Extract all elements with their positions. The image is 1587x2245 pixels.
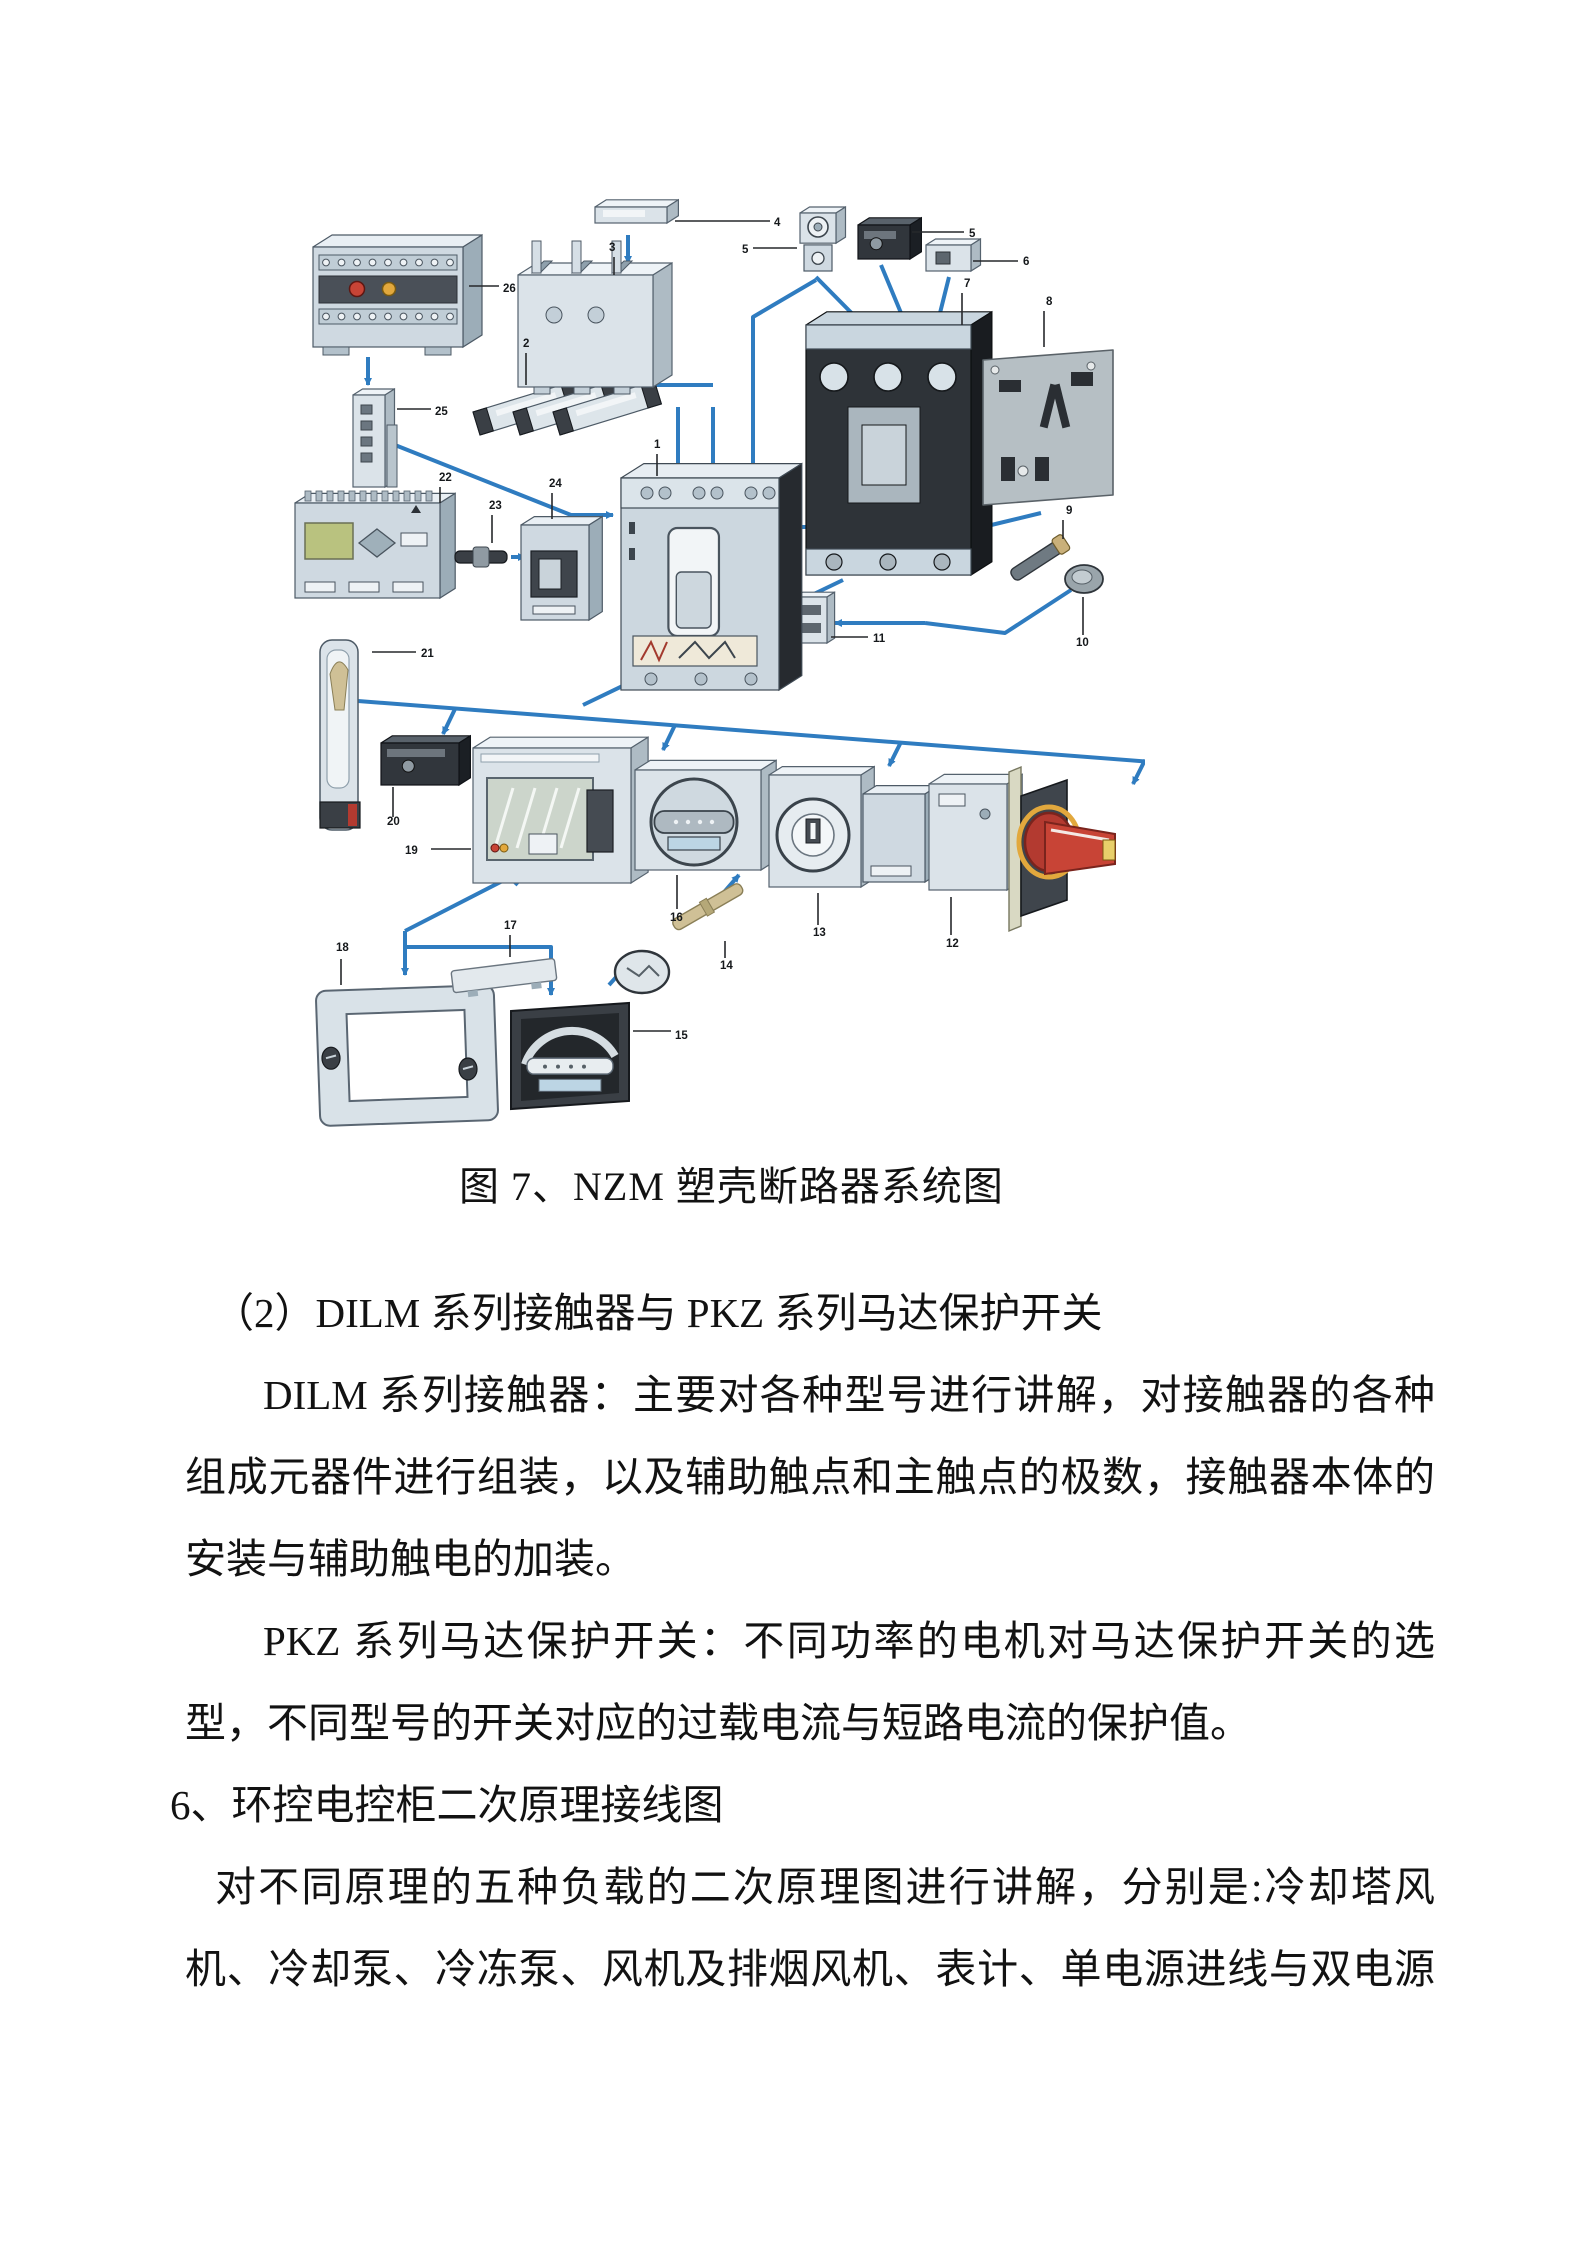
- svg-text:9: 9: [1066, 505, 1072, 517]
- part-label-16: 16: [670, 875, 683, 924]
- svg-text:6: 6: [1023, 256, 1029, 268]
- text-line: 对不同原理的五种负载的二次原理图进行讲解，分别是:冷却塔风: [215, 1864, 1435, 1910]
- component-shapes: [294, 198, 1116, 1127]
- svg-text:15: 15: [675, 1030, 688, 1042]
- part-label-23: 23: [489, 500, 502, 543]
- svg-text:5: 5: [969, 228, 976, 240]
- text-line: 6、环控电控柜二次原理接线图: [170, 1782, 724, 1828]
- svg-text:25: 25: [435, 406, 448, 418]
- svg-text:8: 8: [1046, 296, 1053, 308]
- part-plate: [982, 349, 1114, 506]
- svg-text:18: 18: [336, 942, 349, 954]
- part-label-14: 14: [720, 941, 733, 972]
- svg-text:22: 22: [439, 472, 452, 484]
- text-line: 安装与辅助触电的加装。: [185, 1536, 636, 1582]
- svg-text:10: 10: [1076, 637, 1089, 649]
- svg-text:16: 16: [670, 912, 683, 924]
- part-label-17: 17: [504, 920, 517, 957]
- svg-text:12: 12: [946, 938, 959, 950]
- part-label-5: 5: [912, 228, 976, 240]
- text-line: 机、冷却泵、冷冻泵、风机及排烟风机、表计、单电源进线与双电源: [185, 1946, 1435, 1992]
- part-smallbox: [925, 237, 982, 273]
- part-label-12: 12: [946, 897, 959, 950]
- part-breakerdark: [805, 310, 993, 577]
- part-label-24: 24: [549, 478, 562, 519]
- part-cap: [1064, 564, 1104, 594]
- part-frame: [315, 984, 499, 1127]
- part-label-10: 10: [1076, 597, 1089, 649]
- part-label-6: 6: [973, 256, 1029, 268]
- part-label-8: 8: [1043, 296, 1053, 347]
- part-lid: [594, 198, 679, 225]
- text-line: （2）DILM 系列接触器与 PKZ 系列马达保护开关: [213, 1290, 1103, 1336]
- part-label-26: 26: [469, 283, 516, 295]
- part-tall: [319, 639, 361, 831]
- svg-text:13: 13: [813, 927, 826, 939]
- part-knob: [613, 949, 671, 995]
- part-handledark: [510, 1001, 630, 1111]
- figure-caption: 图 7、NZM 塑壳断路器系统图: [459, 1164, 1004, 1209]
- svg-text:17: 17: [504, 920, 517, 932]
- part-fuses: [472, 380, 663, 436]
- part-module: [520, 515, 603, 622]
- text-line: DILM 系列接触器：主要对各种型号进行讲解，对接触器的各种: [263, 1372, 1435, 1418]
- part-label-19: 19: [405, 845, 471, 857]
- svg-text:23: 23: [489, 500, 502, 512]
- part-label-18: 18: [336, 942, 349, 985]
- svg-text:20: 20: [387, 816, 400, 828]
- part-breaker: [620, 462, 803, 692]
- part-label-1: 1: [654, 439, 661, 476]
- svg-text:1: 1: [654, 439, 661, 451]
- part-label-20: 20: [387, 787, 400, 828]
- part-cyl: [799, 205, 847, 272]
- svg-text:4: 4: [774, 217, 781, 229]
- part-label-25: 25: [397, 406, 448, 418]
- svg-text:7: 7: [964, 278, 970, 290]
- svg-text:24: 24: [549, 478, 562, 490]
- svg-text:19: 19: [405, 845, 418, 857]
- part-motor: [472, 736, 649, 885]
- part-label-21: 21: [372, 648, 434, 660]
- part-bar: [450, 957, 558, 998]
- body-text: （2）DILM 系列接触器与 PKZ 系列马达保护开关 DILM 系列接触器：主要…: [170, 1272, 1435, 2010]
- part-conn: [454, 546, 508, 568]
- part-release: [352, 387, 398, 489]
- part-label-15: 15: [633, 1030, 688, 1042]
- svg-text:14: 14: [720, 960, 733, 972]
- svg-text:3: 3: [609, 242, 615, 254]
- text-line: 组成元器件进行组装，以及辅助触点和主触点的极数，接触器本体的: [185, 1454, 1435, 1500]
- part-darkbox: [857, 216, 923, 261]
- part-label-13: 13: [813, 893, 826, 939]
- exploded-view-diagram: 1234556789101112131415161718192021222324…: [294, 198, 1145, 1127]
- part-label-22: 22: [439, 472, 452, 503]
- part-plc: [294, 490, 456, 600]
- part-label-7: 7: [961, 278, 970, 325]
- svg-text:5: 5: [742, 244, 749, 256]
- part-label-9: 9: [1062, 505, 1072, 539]
- part-label-3: 3: [609, 242, 615, 275]
- part-assembly: [862, 765, 1116, 933]
- text-line: 型，不同型号的开关对应的过载电流与短路电流的保护值。: [185, 1700, 1251, 1746]
- part-darkbox: [380, 734, 471, 787]
- svg-text:11: 11: [873, 633, 886, 645]
- part-shaft: [672, 883, 744, 931]
- svg-text:2: 2: [523, 338, 529, 350]
- svg-text:21: 21: [421, 648, 434, 660]
- part-rotary: [634, 759, 777, 872]
- part-shaftmetal: [1010, 534, 1071, 581]
- part-label-4: 4: [675, 217, 781, 229]
- part-termbox: [517, 240, 673, 395]
- part-label-2: 2: [523, 338, 529, 385]
- part-dial: [768, 765, 875, 889]
- part-label-5: 5: [742, 244, 797, 256]
- part-number-callouts: 1234556789101112131415161718192021222324…: [336, 217, 1089, 1042]
- part-relay: [312, 233, 483, 356]
- text-line: PKZ 系列马达保护开关：不同功率的电机对马达保护开关的选: [263, 1618, 1435, 1664]
- svg-text:26: 26: [503, 283, 516, 295]
- part-label-11: 11: [831, 633, 886, 645]
